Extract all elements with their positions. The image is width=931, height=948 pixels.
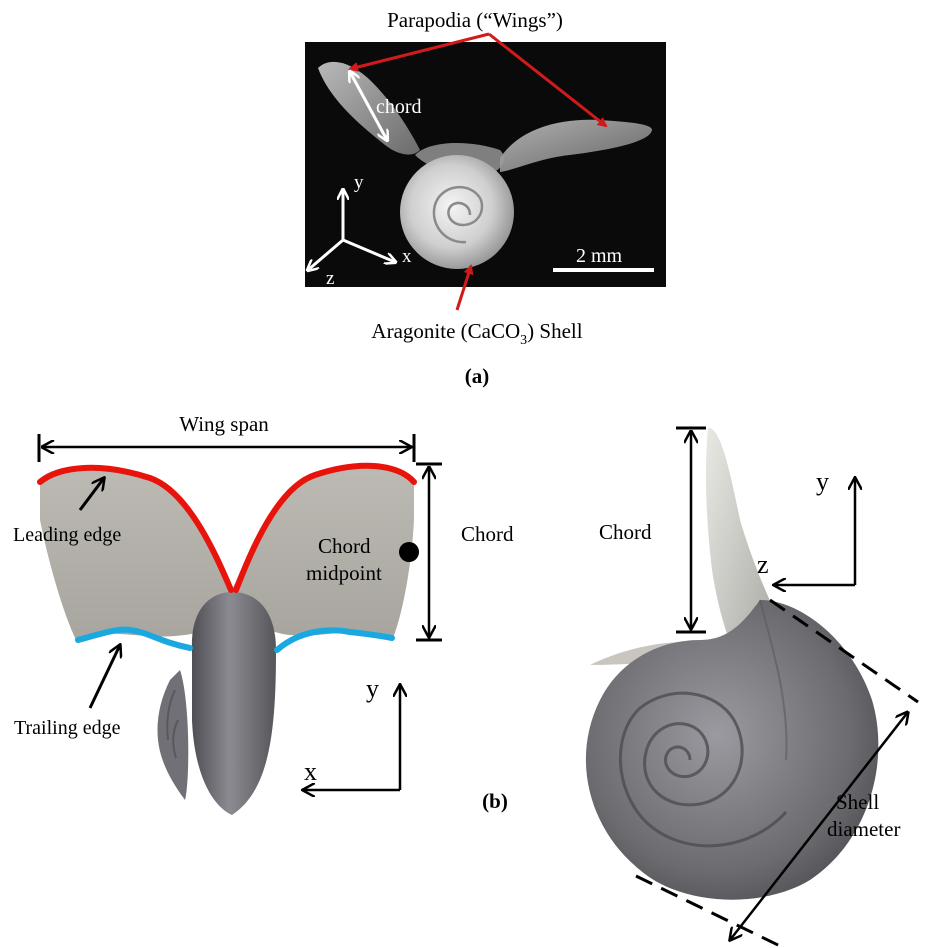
parapodia-label: Parapodia (“Wings”) [387,8,563,32]
photo-axis-y-label: y [354,172,364,193]
shell-diameter-label-2: diameter [827,817,900,841]
chord-midpoint-dot [399,542,419,562]
caption-a: (a) [465,364,490,388]
panel-b-left: Wing span Leading edge Trailing edge Cho… [13,412,514,815]
trailing-edge-label: Trailing edge [14,717,121,739]
photo-shell [400,155,514,269]
photo-chord-label: chord [376,96,422,118]
panel-b-right: Chord y z Shell diameter [586,428,918,946]
wing-span-label: Wing span [179,412,269,436]
caption-b: (b) [482,789,508,813]
chord-midpoint-label-1: Chord [318,534,371,558]
leading-edge-label: Leading edge [13,524,121,546]
body-front-view [192,592,276,815]
right-axis-z-label: z [757,550,769,579]
chord-midpoint-label-2: midpoint [306,561,382,585]
trailing-edge-pointer [90,645,120,708]
left-axis-x-label: x [304,757,317,786]
photo-axis-z-label: z [326,268,334,289]
shell-label: Aragonite (CaCO3) Shell [371,319,582,348]
right-axis-y-label: y [816,467,829,496]
left-axis-y-label: y [366,674,379,703]
side-view-shell [586,600,878,900]
shell-diameter-label-1: Shell [836,790,879,814]
photo-axis-x-label: x [402,246,412,267]
scale-bar-label: 2 mm [576,245,623,267]
panel-a: Parapodia (“Wings”) chord y x z 2 mm Ara… [305,8,666,388]
chord-label: Chord [461,522,514,546]
side-chord-label: Chord [599,520,652,544]
